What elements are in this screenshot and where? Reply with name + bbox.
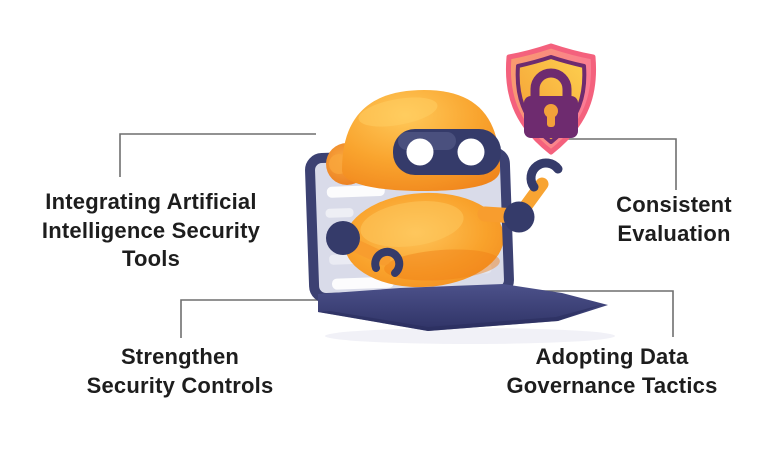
- robot-eye-right: [457, 138, 485, 166]
- connector-top-right-line: [560, 138, 677, 190]
- laptop-base-edge: [318, 304, 604, 331]
- padlock-shackle: [530, 68, 572, 98]
- label-adopting-data-governance-tactics: Adopting Data Governance Tactics: [506, 344, 718, 398]
- robot-right-claw: [526, 158, 563, 192]
- robot-right-arm: [477, 158, 563, 233]
- label-consistent-evaluation: Consistent Evaluation: [616, 192, 732, 246]
- robot-left-arm: [326, 221, 404, 277]
- robot-left-hand-ball: [326, 221, 360, 255]
- robot-body: [344, 192, 504, 288]
- robot-head: [326, 90, 501, 191]
- connector-bottom-left-line: [180, 299, 322, 338]
- robot-left-claw: [371, 247, 404, 277]
- robot-eye-left: [406, 138, 434, 166]
- laptop-shadow: [325, 328, 615, 344]
- connector-top-left-line: [119, 133, 316, 177]
- padlock-icon: [524, 68, 578, 138]
- connector-bottom-right-line: [530, 290, 674, 337]
- shield-lock-icon: [505, 43, 597, 155]
- label-strengthen-security-controls: Strengthen Security Controls: [86, 344, 274, 398]
- label-integrating-ai-security-tools: Integrating Artificial Intelligence Secu…: [41, 189, 261, 272]
- robot-elbow-ball: [503, 201, 535, 233]
